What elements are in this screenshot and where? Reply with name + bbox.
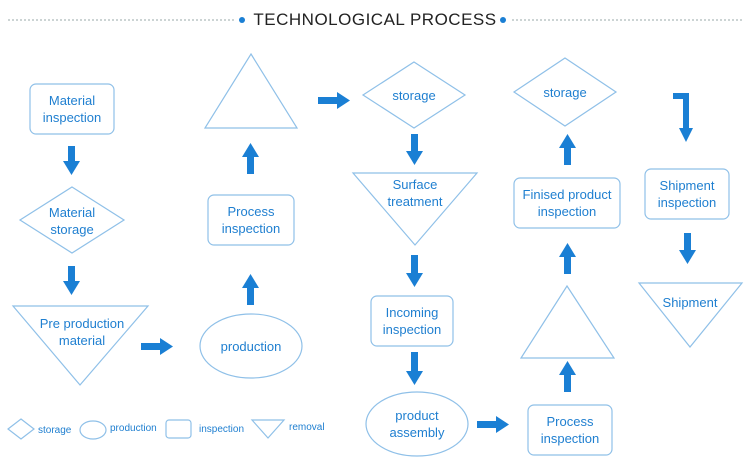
production-label: production [220, 338, 282, 354]
arrow-down [406, 134, 423, 165]
incoming-inspection-label: Incoming inspection [382, 305, 442, 337]
surface-treatment-label: Surface treatment [387, 177, 443, 209]
legend-storage-label: storage [38, 425, 72, 436]
material-storage-label: Material storage [48, 205, 96, 237]
shipment-inspection-label: Shipment inspection [657, 178, 717, 210]
storage-diamond [361, 61, 467, 129]
arrow-right [318, 92, 350, 109]
arrow-right [141, 338, 173, 355]
inspection-box [207, 194, 295, 246]
product-assembly-label: product assembly [389, 408, 445, 440]
header-dot-left [239, 17, 245, 23]
removal-triangle [351, 172, 479, 246]
inspection-box [370, 295, 454, 347]
shipment-label: Shipment [662, 294, 718, 310]
production-triangle [519, 284, 616, 359]
finished-product-inspection-label: Finised product inspection [522, 187, 612, 219]
storage-diamond [18, 186, 126, 254]
legend-inspection-label: inspection [199, 424, 245, 435]
storage-label: storage [392, 87, 436, 103]
inspection-box [29, 83, 115, 135]
arrow-up [242, 274, 259, 305]
arrow-down [63, 146, 80, 175]
header-dot-right [500, 17, 506, 23]
process-inspection-label: Process inspection [221, 204, 281, 236]
arrow-up [242, 143, 259, 174]
arrow-bent-down [673, 93, 693, 142]
pre-production-material-label: Pre production material [39, 316, 125, 348]
arrow-down [63, 266, 80, 295]
legend-removal-label: removal [289, 422, 325, 433]
legend-inspection-icon [165, 419, 192, 439]
legend-production-icon [79, 420, 107, 440]
process-inspection-label: Process inspection [540, 414, 600, 446]
arrow-up [559, 134, 576, 165]
arrow-down [406, 255, 423, 287]
removal-triangle [637, 282, 744, 348]
arrow-up [559, 243, 576, 274]
material-inspection-label: Material inspection [42, 93, 102, 125]
inspection-box [513, 177, 621, 229]
production-ellipse [365, 391, 469, 457]
inspection-box [644, 168, 730, 220]
storage-diamond [512, 57, 618, 127]
arrow-down [406, 352, 423, 385]
storage-label: storage [543, 84, 587, 100]
arrow-down [679, 233, 696, 264]
arrow-right [477, 416, 509, 433]
production-ellipse [199, 313, 303, 379]
legend-removal-icon [250, 419, 286, 439]
production-triangle [203, 52, 299, 129]
page-title: TECHNOLOGICAL PROCESS [253, 10, 497, 29]
removal-triangle [11, 305, 150, 386]
inspection-box [527, 404, 613, 456]
legend-storage-icon [7, 418, 35, 440]
arrow-up [559, 361, 576, 392]
legend-production-label: production [110, 423, 157, 434]
